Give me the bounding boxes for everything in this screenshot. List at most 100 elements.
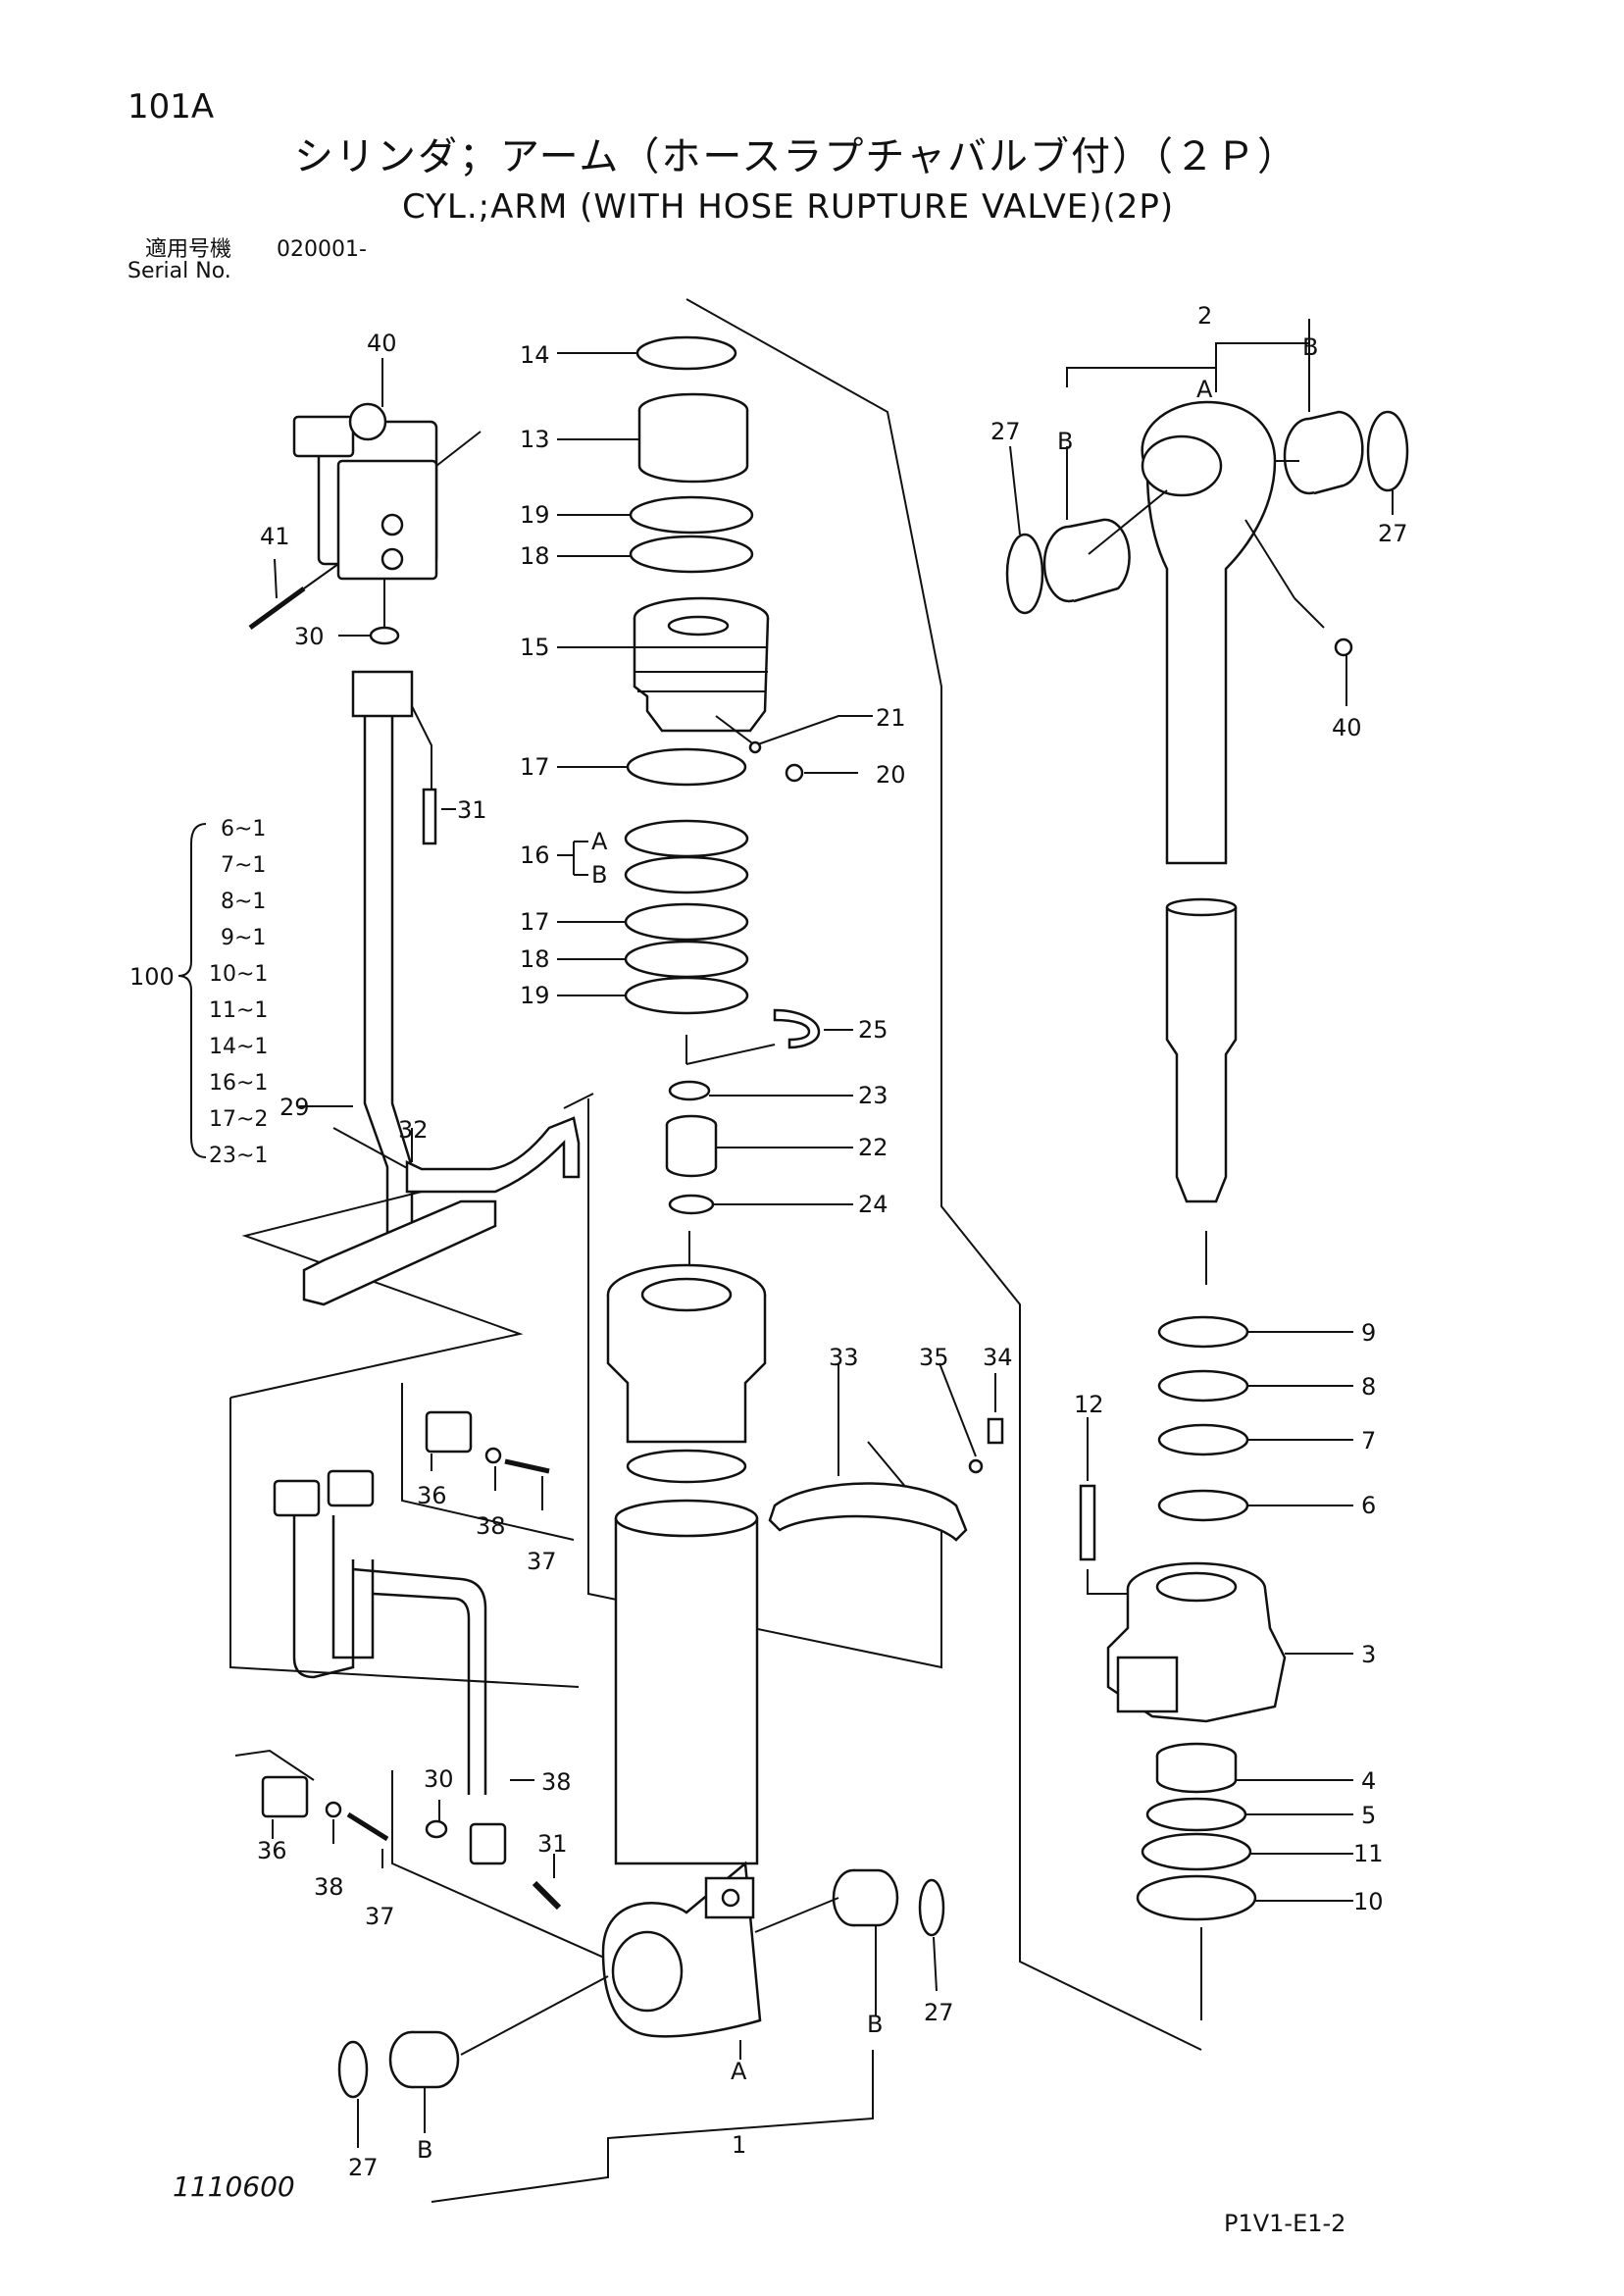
callout-13: 13: [520, 426, 550, 453]
callout-15: 15: [520, 634, 550, 661]
ring-19-lower: [624, 976, 749, 1015]
kit-item: 23~1: [209, 1144, 268, 1168]
callout-31-upper: 31: [457, 796, 487, 824]
callout-27-tube-right: 27: [924, 1999, 954, 2026]
callout-1: 1: [732, 2131, 746, 2159]
seal-27-rod-left: [1005, 533, 1044, 615]
serial-label-english: Serial No.: [127, 259, 231, 283]
callout-25: 25: [858, 1016, 888, 1044]
page-code: 101A: [127, 87, 215, 127]
callout-22: 22: [858, 1134, 888, 1161]
kit-item: 10~1: [209, 962, 268, 987]
callout-38-lower: 38: [314, 1873, 344, 1901]
pipe-29: [351, 670, 414, 1255]
callout-9: 9: [1361, 1319, 1376, 1347]
callout-16-a: A: [591, 828, 608, 855]
callout-11: 11: [1353, 1840, 1384, 1867]
ring-17-lower: [624, 902, 749, 942]
bushing-rod-right: [1283, 410, 1364, 495]
set-screw-20: [785, 763, 804, 783]
callout-31-lower: 31: [537, 1830, 568, 1858]
ring-24: [668, 1194, 715, 1215]
bracket-plate: [302, 1199, 497, 1306]
kit-item: 16~1: [209, 1071, 268, 1096]
callout-40-valve: 40: [367, 330, 397, 357]
callout-27-tube-left: 27: [348, 2154, 379, 2181]
callout-41: 41: [260, 523, 290, 550]
callout-36-lower: 36: [257, 1837, 287, 1864]
o-ring-30: [369, 626, 400, 645]
callout-35: 35: [919, 1344, 949, 1371]
callout-37-upper: 37: [527, 1548, 557, 1575]
callout-5: 5: [1361, 1802, 1376, 1829]
callout-40-rod: 40: [1332, 714, 1362, 741]
seal-16b: [624, 855, 749, 894]
callout-27-rod-left: 27: [990, 418, 1021, 445]
callout-18-lower: 18: [520, 945, 550, 973]
callout-16-b: B: [591, 861, 607, 889]
callout-17-lower: 17: [520, 908, 550, 936]
callout-19-lower: 19: [520, 982, 550, 1009]
kit-100-label: 100: [129, 963, 175, 991]
kit-item: 9~1: [221, 926, 266, 950]
seal-8: [1157, 1369, 1249, 1403]
ring-10: [1136, 1874, 1257, 1921]
nut-23: [668, 1080, 711, 1101]
callout-38-lower-pipe: 38: [541, 1768, 572, 1796]
callout-34: 34: [983, 1344, 1013, 1371]
callout-8: 8: [1361, 1373, 1376, 1401]
bolt-34: [987, 1417, 1004, 1445]
seal-7: [1157, 1423, 1249, 1456]
assembly-boundary-rod: [685, 298, 1202, 2051]
drawing-number: 1110600: [173, 2170, 295, 2203]
seal-27-tube-left: [337, 2040, 369, 2099]
bushing-tube-right: [832, 1868, 899, 1927]
kit-100-brace: [178, 823, 207, 1158]
callout-21: 21: [876, 704, 906, 732]
callout-30-lower: 30: [424, 1765, 454, 1793]
callout-rod-b-right: B: [1302, 333, 1318, 361]
washer-35: [968, 1458, 984, 1474]
title-english: CYL.;ARM (WITH HOSE RUPTURE VALVE)(2P): [402, 187, 1175, 227]
o-ring-30-lower: [425, 1819, 448, 1839]
seal-6: [1157, 1489, 1249, 1522]
title-japanese: シリンダ；アーム（ホースラプチャバルブ付）（２Ｐ）: [294, 134, 1298, 179]
hose-rupture-valve-40-ref: [1334, 638, 1353, 657]
ball-21: [748, 740, 762, 754]
bolt-31-upper: [422, 788, 437, 845]
callout-20: 20: [876, 761, 906, 789]
ring-18-upper: [629, 535, 754, 574]
bolt-41: [248, 563, 339, 631]
band-33: [768, 1482, 968, 1542]
kit-item: 11~1: [209, 998, 268, 1023]
kit-item: 7~1: [221, 853, 266, 878]
bushing-13: [637, 392, 749, 484]
callout-23: 23: [858, 1082, 888, 1109]
block-36-upper: [425, 1410, 473, 1454]
clamp-32: [405, 1116, 581, 1194]
piston-rod: [1141, 400, 1277, 1203]
callout-32: 32: [398, 1116, 429, 1144]
stop-ring-25: [773, 1008, 821, 1049]
callout-12: 12: [1074, 1391, 1104, 1418]
ring-11: [1141, 1832, 1252, 1871]
callout-18-upper: 18: [520, 542, 550, 570]
bushing-tube-left: [388, 2030, 460, 2089]
callout-30-upper: 30: [294, 623, 325, 650]
hose-fittings: [273, 1469, 487, 1795]
callout-tube-b-left: B: [417, 2136, 432, 2164]
bushing-rod-left: [1042, 518, 1131, 603]
callout-16: 16: [520, 842, 550, 869]
callout-14: 14: [520, 341, 550, 369]
callout-2: 2: [1197, 302, 1212, 330]
kit-item: 8~1: [221, 890, 266, 914]
washer-38-lower: [325, 1801, 342, 1818]
seal-27-rod-right: [1366, 410, 1409, 492]
seal-9: [1157, 1315, 1249, 1349]
serial-label-japanese: 適用号機: [145, 237, 232, 262]
seal-16a: [624, 819, 749, 858]
callout-3: 3: [1361, 1641, 1376, 1668]
ring-17-upper: [626, 747, 747, 787]
callout-38-upper: 38: [476, 1512, 506, 1540]
